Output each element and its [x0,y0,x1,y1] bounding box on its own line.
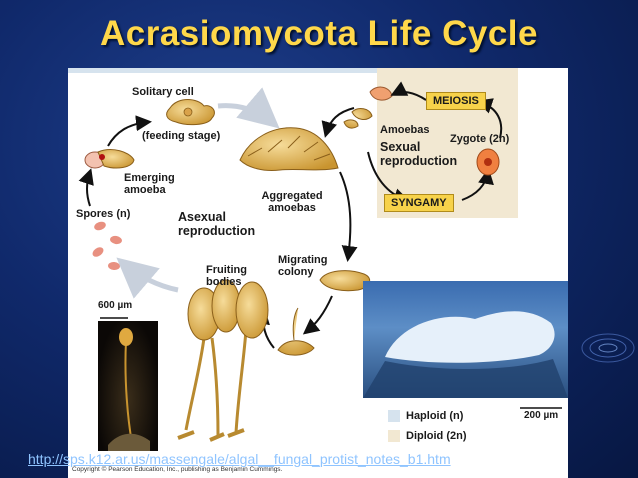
label-fruiting-bodies: Fruiting bodies [206,264,247,288]
label-aggregated-amoebas: Aggregated amoebas [261,190,323,214]
fruiting-photo [98,321,158,451]
legend-diploid-swatch [388,430,400,442]
legend-diploid-label: Diploid (2n) [406,430,467,442]
label-asexual-reproduction: Asexual reproduction [178,210,256,238]
meiosis-tag: MEIOSIS [426,92,486,110]
label-feeding-stage: (feeding stage) [142,130,221,142]
arrow-to-solitary [107,115,152,147]
emerging-amoeba-shape [84,149,135,169]
solitary-cell-shape [166,99,215,126]
source-link[interactable]: http://sps.k12.ar.us/massengale/algal__f… [28,451,451,467]
slide-title: Acrasiomycota Life Cycle [99,14,538,53]
arrow-to-spores [116,257,179,299]
scale-label-fruiting: 600 µm [98,300,133,311]
arrow-to-culmination [302,295,333,335]
amoebas-pair-shape [343,108,373,129]
ripple-decoration [581,333,635,363]
label-emerging-amoeba: Emerging amoeba [124,172,175,196]
label-migrating-colony: Migrating colony [278,254,328,278]
scale-label-slug: 200 µm [524,410,559,421]
slug-photo [363,281,568,398]
life-cycle-diagram: Solitary cell (feeding stage) Emerging a… [68,68,568,478]
haploid-zone [68,68,377,73]
label-solitary-cell: Solitary cell [132,86,194,98]
spores-shape [92,221,122,271]
fruiting-bodies-shape [177,279,269,442]
arrow-to-migrating [339,171,358,262]
aggregated-amoebas-shape [239,127,339,171]
arrow-syngamy-to-zygote [461,168,494,201]
label-sexual-reproduction: Sexual reproduction [380,140,458,168]
arrow-amoebas-to-aggregated [321,107,355,138]
legend-haploid-swatch [388,410,400,422]
copyright-text: Copyright © Pearson Education, Inc., pub… [72,466,283,473]
label-zygote: Zygote (2n) [450,133,510,145]
culmination-shape [277,307,315,356]
arrow-to-emerging [78,168,94,207]
arrow-to-aggregation [217,87,280,129]
legend-haploid-label: Haploid (n) [406,410,464,422]
label-spores: Spores (n) [76,208,131,220]
syngamy-tag: SYNGAMY [384,194,454,212]
meiosis-amoeba-shape [369,86,393,101]
label-amoebas: Amoebas [380,124,430,136]
arrow-meiosis-to-amoebas [390,81,427,101]
